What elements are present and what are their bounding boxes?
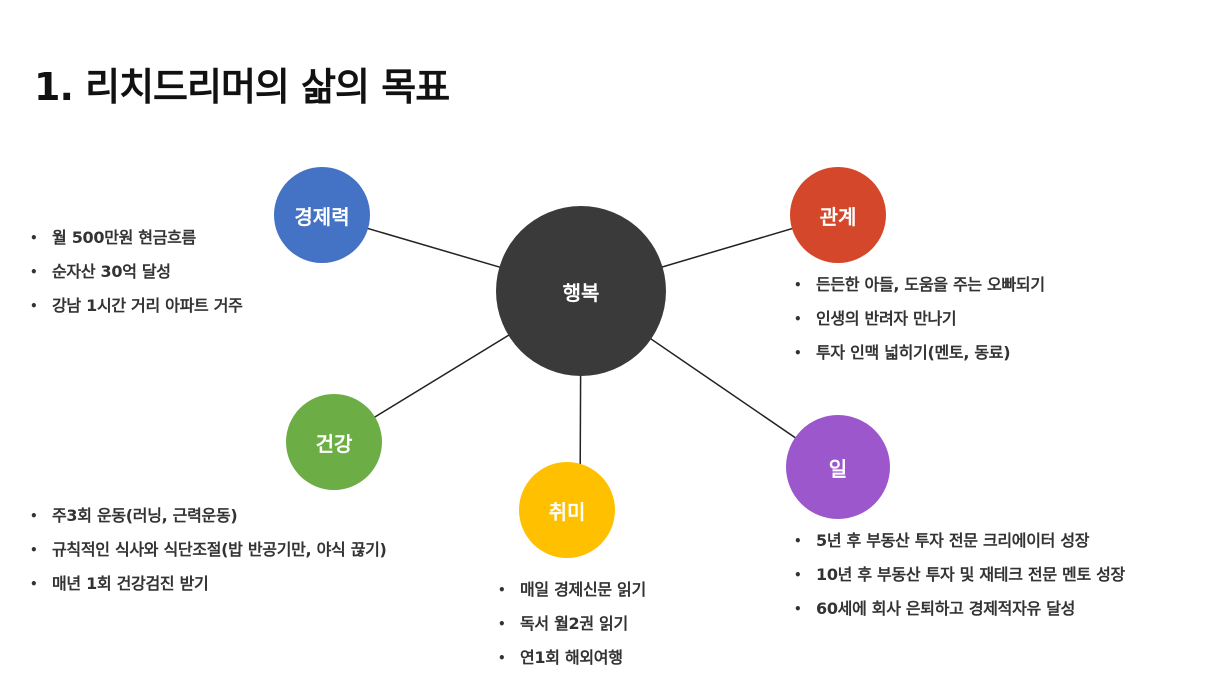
- node-label: 경제력: [294, 204, 350, 229]
- item-text: 10년 후 부동산 투자 및 재테크 전문 멘토 성장: [816, 565, 1125, 584]
- item-text: 순자산 30억 달성: [52, 262, 171, 281]
- node-wealth: 경제력: [274, 167, 370, 263]
- bullet: •: [498, 583, 506, 597]
- node-work: 일: [786, 415, 890, 519]
- list-item: • 매일 경제신문 읽기: [498, 573, 646, 607]
- list-item: • 투자 인맥 넓히기(멘토, 동료): [794, 336, 1045, 370]
- item-text: 월 500만원 현금흐름: [52, 228, 196, 247]
- bullet: •: [30, 265, 38, 279]
- node-label: 일: [828, 456, 848, 481]
- bullet: •: [30, 509, 38, 523]
- center-node-happiness: 행복: [496, 206, 666, 376]
- node-hobby: 취미: [519, 462, 615, 558]
- bullet: •: [794, 568, 802, 582]
- bullet: •: [794, 534, 802, 548]
- list-item: • 든든한 아들, 도움을 주는 오빠되기: [794, 268, 1045, 302]
- relation-goals: • 든든한 아들, 도움을 주는 오빠되기 • 인생의 반려자 만나기 • 투자 인맥…: [794, 268, 1045, 370]
- wealth-goals: • 월 500만원 현금흐름 • 순자산 30억 달성 • 강남 1시간 거리 아파트…: [30, 221, 243, 323]
- bullet: •: [794, 602, 802, 616]
- node-health: 건강: [286, 394, 382, 490]
- item-text: 강남 1시간 거리 아파트 거주: [52, 296, 243, 315]
- node-relation: 관계: [790, 167, 886, 263]
- item-text: 60세에 회사 은퇴하고 경제적자유 달성: [816, 599, 1076, 618]
- list-item: • 60세에 회사 은퇴하고 경제적자유 달성: [794, 592, 1125, 626]
- page-title: 1. 리치드리머의 삶의 목표: [34, 65, 450, 109]
- bullet: •: [30, 577, 38, 591]
- bullet: •: [794, 312, 802, 326]
- node-label: 관계: [819, 204, 857, 229]
- node-label: 건강: [315, 431, 353, 456]
- item-text: 든든한 아들, 도움을 주는 오빠되기: [816, 275, 1045, 294]
- bullet: •: [498, 617, 506, 631]
- list-item: • 주3회 운동(러닝, 근력운동): [30, 499, 387, 533]
- bullet: •: [30, 231, 38, 245]
- list-item: • 독서 월2권 읽기: [498, 607, 646, 641]
- list-item: • 월 500만원 현금흐름: [30, 221, 243, 255]
- health-goals: • 주3회 운동(러닝, 근력운동) • 규칙적인 식사와 식단조절(밥 반공기만,…: [30, 499, 387, 601]
- list-item: • 강남 1시간 거리 아파트 거주: [30, 289, 243, 323]
- item-text: 5년 후 부동산 투자 전문 크리에이터 성장: [816, 531, 1090, 550]
- item-text: 매일 경제신문 읽기: [520, 580, 646, 599]
- hobby-goals: • 매일 경제신문 읽기 • 독서 월2권 읽기 • 연1회 해외여행: [498, 573, 646, 675]
- list-item: • 연1회 해외여행: [498, 641, 646, 675]
- list-item: • 10년 후 부동산 투자 및 재테크 전문 멘토 성장: [794, 558, 1125, 592]
- bullet: •: [794, 346, 802, 360]
- list-item: • 인생의 반려자 만나기: [794, 302, 1045, 336]
- bullet: •: [794, 278, 802, 292]
- bullet: •: [30, 299, 38, 313]
- item-text: 주3회 운동(러닝, 근력운동): [52, 506, 238, 525]
- list-item: • 5년 후 부동산 투자 전문 크리에이터 성장: [794, 524, 1125, 558]
- bullet: •: [30, 543, 38, 557]
- work-goals: • 5년 후 부동산 투자 전문 크리에이터 성장 • 10년 후 부동산 투자 및…: [794, 524, 1125, 626]
- list-item: • 규칙적인 식사와 식단조절(밥 반공기만, 야식 끊기): [30, 533, 387, 567]
- list-item: • 매년 1회 건강검진 받기: [30, 567, 387, 601]
- item-text: 매년 1회 건강검진 받기: [52, 574, 209, 593]
- item-text: 인생의 반려자 만나기: [816, 309, 957, 328]
- item-text: 독서 월2권 읽기: [520, 614, 628, 633]
- item-text: 연1회 해외여행: [520, 648, 623, 667]
- bullet: •: [498, 651, 506, 665]
- node-label: 행복: [562, 280, 600, 305]
- node-label: 취미: [548, 499, 586, 524]
- list-item: • 순자산 30억 달성: [30, 255, 243, 289]
- item-text: 규칙적인 식사와 식단조절(밥 반공기만, 야식 끊기): [52, 540, 387, 559]
- item-text: 투자 인맥 넓히기(멘토, 동료): [816, 343, 1011, 362]
